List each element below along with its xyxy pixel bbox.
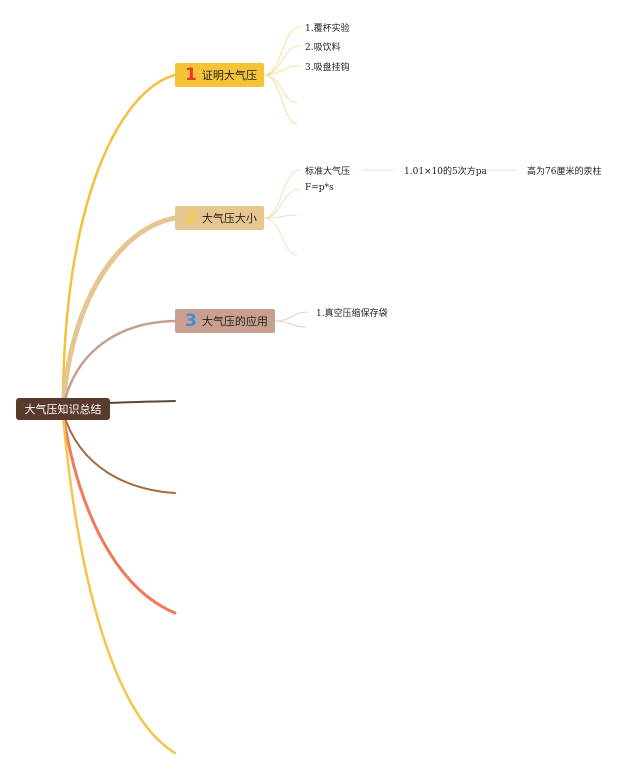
leaf-node[interactable]: 3.吸盘挂钩 xyxy=(305,63,350,73)
branch-number-2: 2 xyxy=(185,207,197,228)
branch-node-3[interactable]: 3 大气压的应用 xyxy=(175,309,275,333)
edge-root-empty5 xyxy=(62,411,176,494)
leaf-node[interactable]: 1.01×10的5次方pa xyxy=(404,167,487,177)
leaf-node[interactable]: 1.真空压缩保存袋 xyxy=(316,309,388,319)
edge-root-branch3 xyxy=(61,319,177,410)
branch2-leaf-connectors xyxy=(263,169,517,256)
edge-root-branch2 xyxy=(60,215,178,411)
branch-label-1: 证明大气压 xyxy=(201,69,257,82)
branch-label-2: 大气压大小 xyxy=(201,212,257,225)
branch-number-3: 3 xyxy=(185,310,197,331)
leaf-node[interactable]: F=p*s xyxy=(305,183,334,193)
edge-root-branch1 xyxy=(61,73,177,410)
branch-node-1[interactable]: 1 证明大气压 xyxy=(175,63,264,87)
leaf-node[interactable]: 1.覆杯实验 xyxy=(305,24,350,34)
leaf-node[interactable]: 标准大气压 xyxy=(305,167,351,177)
branch3-leaf-connectors xyxy=(274,311,309,328)
root-node[interactable]: 大气压知识总结 xyxy=(16,398,110,420)
edge-root-empty6 xyxy=(61,412,177,615)
branch-node-2[interactable]: 2 大气压大小 xyxy=(175,206,264,230)
edge-root-empty7 xyxy=(61,414,177,755)
leaf-node[interactable]: 2.吸饮料 xyxy=(305,43,341,53)
branch1-leaf-connectors xyxy=(263,26,301,125)
branch-label-3: 大气压的应用 xyxy=(201,315,268,328)
branch-number-1: 1 xyxy=(185,64,197,85)
leaf-node[interactable]: 高为76厘米的汞柱 xyxy=(527,167,602,177)
